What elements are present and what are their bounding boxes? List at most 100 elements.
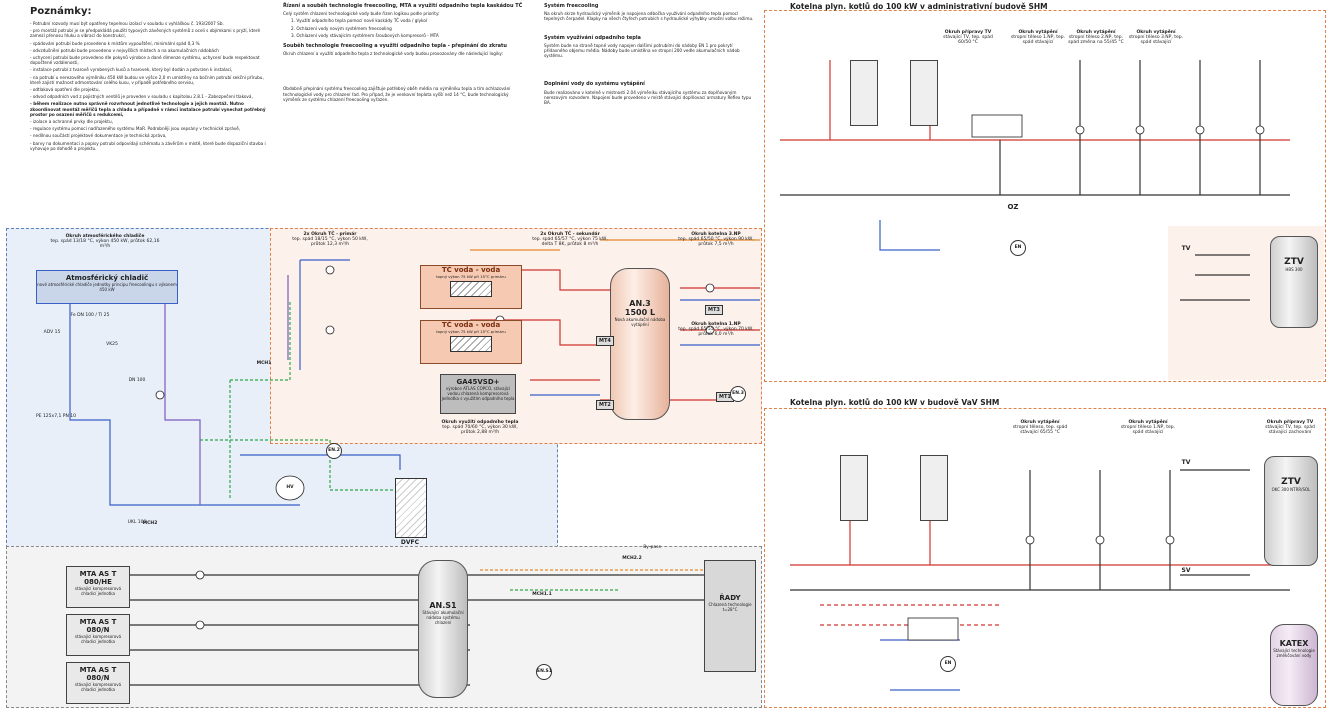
boiler-vav-title: Kotelna plyn. kotlů do 100 kW v budově V… [790, 398, 1000, 407]
switch-body: Okruh chlazení a využití odpadního tepla… [283, 51, 503, 57]
tc-primary-title: 2x Okruh TČ - primár [303, 232, 357, 237]
mch11-label: MCH1.1 [532, 592, 552, 597]
pump-tc-2 [325, 325, 335, 335]
mta-3-sub: stávající kompresorová chladicí jednotka [74, 682, 122, 692]
tc-primary-label: 2x Okruh TČ - primár tep. spád 18/15 °C,… [290, 232, 370, 247]
control-step-3: 3. Ochlazení vody stávajícím systémem šr… [291, 32, 439, 38]
bypass-label: By-pass [643, 545, 661, 550]
notes-list: - Potrubní rozvody musí být opatřeny tep… [30, 21, 270, 151]
dvfc-exchanger [395, 478, 427, 538]
pump-mta-2 [195, 620, 205, 630]
pump-admin-2 [1135, 125, 1145, 135]
kotelna-3np-title: Okruh kotelna 3.NP [691, 232, 741, 237]
note-item: - odtlaková opatření dle projektu, [30, 87, 100, 93]
mta-1-sub: stávající kompresorová chladicí jednotka [74, 586, 122, 596]
heat-admin-2-title: Okruh vytápění [1076, 30, 1116, 35]
pump-vav-1 [1025, 535, 1035, 545]
tv-vav-pipe-label: TV [1181, 459, 1191, 466]
tc-secondary-label: 2x Okruh TČ - sekundár tep. spád 65/57 °… [530, 232, 610, 247]
expansion-vav [907, 617, 959, 641]
note-item: - odvod odpadních vod z pojistných venti… [30, 94, 253, 100]
en51-vessel: EN.S1 [536, 664, 552, 680]
hv-label: HV [286, 485, 294, 490]
an3-title: AN.3 [629, 299, 651, 308]
pump-mta-1 [195, 570, 205, 580]
oz-label: OZ [1007, 203, 1019, 211]
atm-circuit-label: Okruh atmosférického chladiče tep. spád … [50, 234, 160, 249]
ztv-vav-tank: ZTV OKC 300 NTRR/SOL [1264, 456, 1318, 566]
refill-heading: Doplnění vody do systému vytápění [544, 81, 645, 88]
pump-1np [705, 325, 715, 335]
wasteheat-heading: Systém využívání odpadního tepla [544, 34, 641, 41]
control-heading: Řízení a souběh technologie freecooling,… [283, 3, 523, 9]
pump-admin-3 [1195, 125, 1205, 135]
mta-2-title: MTA AS T 080/N [79, 618, 117, 634]
pipe-fc-green-2 [200, 439, 420, 491]
ukl100-label: UKL 100 [127, 520, 147, 525]
heat-admin-1-title: Okruh vytápění [1018, 30, 1058, 35]
pump-admin-4 [1255, 125, 1265, 135]
note-item: - na potrubí u nerezového výměníku 450 k… [30, 74, 264, 85]
ga-title: GA45VSD+ [456, 378, 500, 386]
kotelna-1np-sub: tep. spád 65/55 °C, výkon 70 kW, průtok … [678, 327, 754, 337]
atm-circuit-title: Okruh atmosférického chladiče [65, 234, 145, 239]
ztv-vav-title: ZTV [1281, 477, 1301, 487]
boiler-admin-title: Kotelna plyn. kotlů do 100 kW v administ… [790, 2, 1048, 11]
heat-admin-2-sub: stropní těleso 2.NP, tep. spád změna na … [1068, 35, 1124, 45]
wasteheat-body: Systém bude na straně topné vody napojen… [544, 42, 740, 59]
heat-vav-1-title: Okruh vytápění [1020, 420, 1060, 425]
kotelna-1np-label: Okruh kotelna 1.NP tep. spád 65/55 °C, v… [676, 322, 756, 337]
note-item: - regulace systému pomocí nadřazeného sy… [30, 126, 241, 132]
katex-title: KATEX [1279, 639, 1309, 648]
pump-fc-1 [155, 390, 165, 400]
pipe-admin-tv [1180, 254, 1250, 301]
mta-2-sub: stávající kompresorová chladicí jednotka [74, 634, 122, 644]
notes-panel: Poznámky: - Potrubní rozvody musí být op… [30, 6, 270, 153]
mch1-label: MCH1 [256, 361, 272, 366]
note-item: - uchycení potrubí bude provedeno dle po… [30, 55, 260, 66]
an51-tank: AN.S1 Stávající akumulační nádoba systém… [418, 560, 468, 698]
mta-unit-2: MTA AS T 080/N stávající kompresorová ch… [66, 614, 130, 656]
note-item: - odvzdušnění potrubí bude provedeno v n… [30, 47, 219, 53]
an51-sub: Stávající akumulační nádoba systému chla… [422, 610, 464, 625]
en3-vessel: EN.3 [730, 386, 746, 402]
kotelna-3np-sub: tep. spád 65/50 °C, výkon 90 kW, průtok … [678, 237, 754, 247]
heat-admin-1-label: Okruh vytápění stropní těleso 1.NP, tep.… [1010, 30, 1066, 45]
adv15-label: ADV 15 [43, 330, 61, 335]
mt2-meter: MT2 [596, 400, 614, 410]
heat-admin-3-title: Okruh vytápění [1136, 30, 1176, 35]
heat-admin-1-sub: stropní těleso 1.NP, tep. spád stávající [1010, 35, 1066, 45]
kotelna-3np-label: Okruh kotelna 3.NP tep. spád 65/50 °C, v… [676, 232, 756, 247]
mt4-meter: MT4 [596, 336, 614, 346]
pipe-vav-red [790, 520, 1290, 566]
tv-admin-label: Okruh přípravy TV stávající TV, tep. spá… [940, 30, 996, 45]
expansion-admin [971, 114, 1023, 138]
refill-body: Bude realizováno v kotelně v místnosti 2… [544, 89, 752, 106]
pipe-tc-primary-blue [299, 259, 350, 370]
heat-vav-2-sub: stropní těleso 1.NP, tep. spád stávající [1120, 425, 1176, 435]
pipe-fc-blue-2 [240, 454, 401, 470]
tv-vav-sub: stávající TV, tep. spád stávající zachov… [1265, 425, 1315, 435]
note-item: - izolace a ochranné prvky dle projektu, [30, 119, 113, 125]
hv-separator [275, 475, 305, 501]
dn100-label: DN 100 [128, 378, 146, 383]
boiler-vav-1 [840, 455, 868, 521]
an51-title: AN.S1 [429, 601, 457, 610]
an3-volume: 1500 L [624, 308, 656, 317]
mta-3-title: MTA AS T 080/N [79, 666, 117, 682]
ztv-admin-tank: ZTV HBS 300 [1270, 236, 1318, 328]
tc-primary-sub: tep. spád 18/15 °C, výkon 50 kW, průtok … [292, 237, 368, 247]
ga-compressor: GA45VSD+ výrobce ATLAS COPCO, stávající … [440, 374, 516, 414]
kotelna-1np-title: Okruh kotelna 1.NP [691, 322, 741, 327]
boiler-admin-2 [910, 60, 938, 126]
note-item: - instalace potrubí z tvarově vyrobených… [30, 67, 233, 73]
tc-secondary-title: 2x Okruh TČ - sekundár [540, 232, 600, 237]
waste-heat-label: Okruh využití odpadního tepla tep. spád … [440, 420, 520, 435]
heat-pump-2-title: TČ voda - voda [441, 321, 501, 329]
atm-circuit-sub: tep. spád 13/18 °C, výkon 450 kW, průtok… [50, 239, 160, 249]
pipe-vav-red-x [820, 604, 1000, 626]
notes-title: Poznámky: [30, 6, 92, 17]
dvfc-label: DVFC [400, 539, 420, 546]
heat-vav-1-sub: stropní těleso, tep. spád stávající 65/5… [1012, 425, 1068, 435]
pump-admin-1 [1075, 125, 1085, 135]
